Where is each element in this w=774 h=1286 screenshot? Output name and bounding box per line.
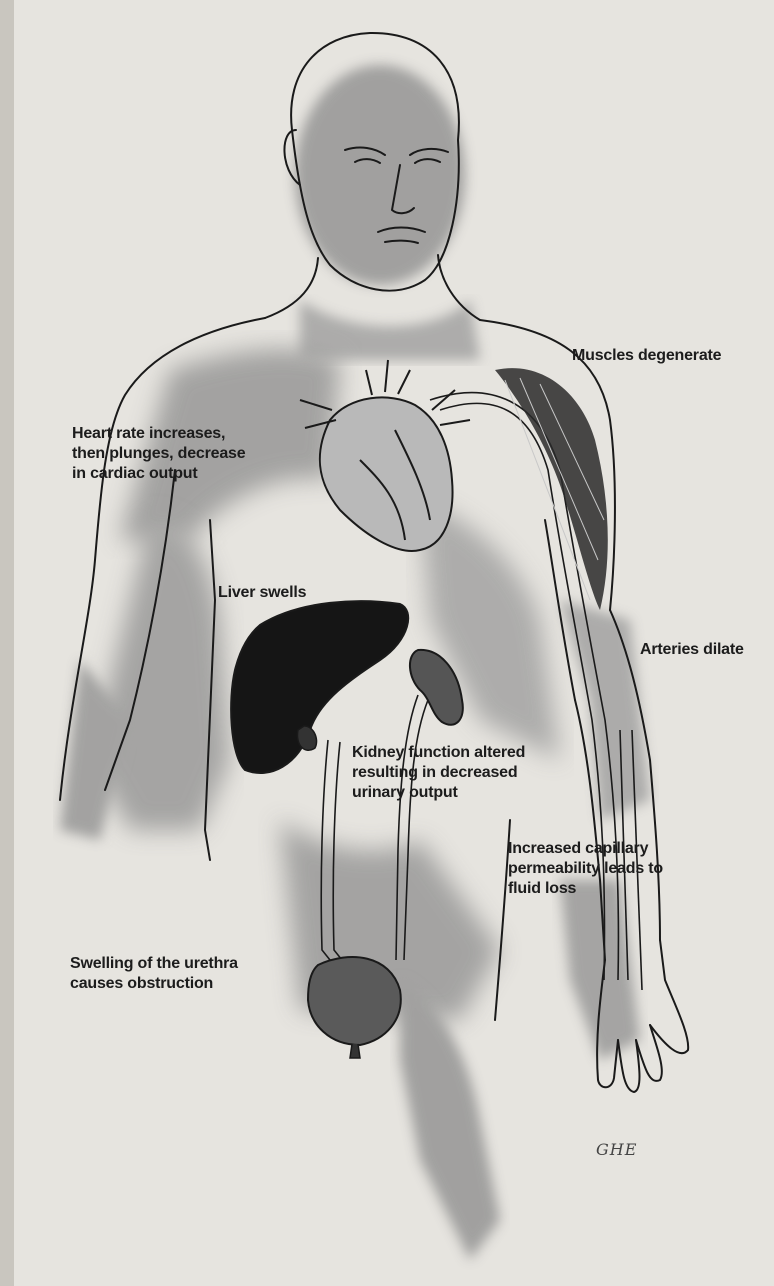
urethra — [350, 1044, 360, 1058]
paper-edge — [0, 0, 14, 1286]
label-liver-swells: Liver swells — [218, 583, 306, 603]
bladder-organ — [308, 957, 401, 1045]
gallbladder — [297, 726, 316, 750]
label-urethra-swelling: Swelling of the urethra causes obstructi… — [70, 954, 238, 994]
label-arteries-dilate: Arteries dilate — [640, 640, 744, 660]
label-heart-rate: Heart rate increases, then plunges, decr… — [72, 424, 245, 484]
label-capillary-permeability: Increased capillary permeability leads t… — [508, 839, 663, 899]
label-kidney-function: Kidney function altered resulting in dec… — [352, 743, 525, 803]
artist-signature: GHE — [596, 1140, 637, 1159]
label-muscles-degenerate: Muscles degenerate — [572, 346, 721, 366]
